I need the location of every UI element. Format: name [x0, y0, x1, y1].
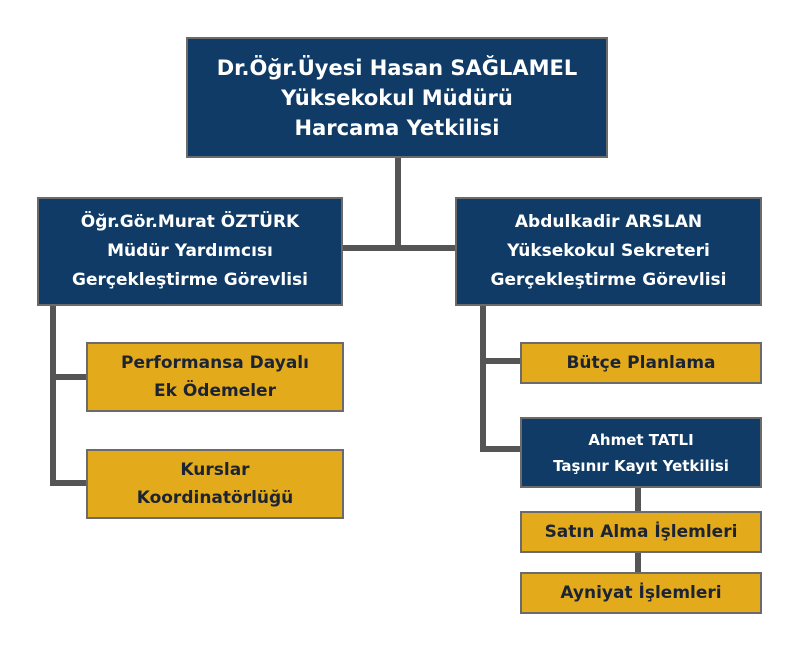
director-role: Harcama Yetkilisi	[294, 115, 500, 140]
connector-horizontal-main	[340, 245, 458, 251]
purchasing-box: Satın Alma İşlemleri	[520, 511, 762, 553]
assistant-director-role: Gerçekleştirme Görevlisi	[72, 270, 308, 290]
courses-coordination-line-1: Kurslar	[180, 460, 250, 480]
director-title: Yüksekokul Müdürü	[281, 85, 513, 110]
budget-planning-box: Bütçe Planlama	[520, 342, 762, 384]
director-box: Dr.Öğr.Üyesi Hasan SAĞLAMEL Yüksekokul M…	[186, 37, 608, 158]
secretary-box: Abdulkadir ARSLAN Yüksekokul Sekreteri G…	[455, 197, 762, 306]
performance-payments-line-1: Performansa Dayalı	[121, 353, 309, 373]
secretary-role: Gerçekleştirme Görevlisi	[490, 270, 727, 290]
in-kind-label: Ayniyat İşlemleri	[560, 583, 722, 603]
purchasing-label: Satın Alma İşlemleri	[544, 522, 738, 542]
connector-left-branch-1	[50, 374, 88, 380]
budget-planning-label: Bütçe Planlama	[566, 353, 716, 373]
performance-payments-box: Performansa Dayalı Ek Ödemeler	[86, 342, 344, 412]
connector-right-branch-2	[480, 446, 522, 452]
connector-right-vertical	[480, 306, 486, 452]
performance-payments-line-2: Ek Ödemeler	[154, 381, 276, 401]
connector-director-down	[395, 158, 401, 250]
connector-left-branch-2	[50, 480, 88, 486]
secretary-title: Yüksekokul Sekreteri	[507, 241, 710, 261]
director-name: Dr.Öğr.Üyesi Hasan SAĞLAMEL	[216, 55, 578, 80]
assistant-director-name: Öğr.Gör.Murat ÖZTÜRK	[80, 212, 300, 232]
in-kind-box: Ayniyat İşlemleri	[520, 572, 762, 614]
connector-right-branch-1	[480, 358, 522, 364]
courses-coordination-line-2: Koordinatörlüğü	[136, 488, 294, 508]
inventory-officer-title: Taşınır Kayıt Yetkilisi	[553, 456, 729, 475]
courses-coordination-box: Kurslar Koordinatörlüğü	[86, 449, 344, 519]
assistant-director-title: Müdür Yardımcısı	[107, 241, 273, 261]
secretary-name: Abdulkadir ARSLAN	[514, 212, 703, 232]
inventory-officer-box: Ahmet TATLI Taşınır Kayıt Yetkilisi	[520, 417, 762, 488]
connector-left-vertical	[50, 306, 56, 486]
assistant-director-box: Öğr.Gör.Murat ÖZTÜRK Müdür Yardımcısı Ge…	[37, 197, 343, 306]
inventory-officer-name: Ahmet TATLI	[588, 430, 694, 449]
